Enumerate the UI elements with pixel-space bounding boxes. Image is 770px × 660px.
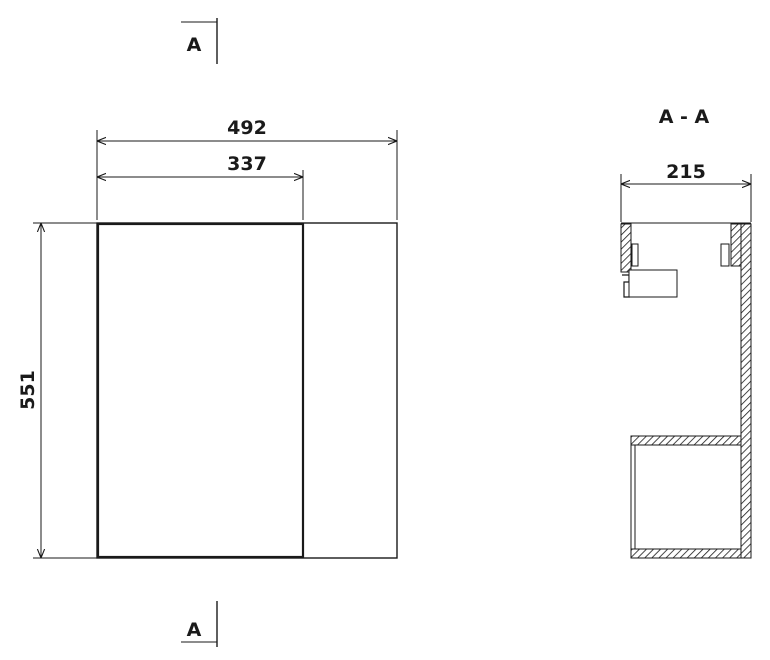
section-view: A - A 215 [620, 106, 752, 559]
depth-dimension-label: 215 [666, 161, 706, 183]
cabinet-body [96, 222, 398, 559]
hinge-plate-right [720, 243, 730, 267]
hinge-bracket [622, 274, 630, 298]
section-bottom-panel [630, 548, 742, 559]
width-dimension-label: 492 [227, 117, 267, 139]
section-marker-bottom: A [181, 601, 218, 647]
section-letter-bottom: A [187, 619, 202, 641]
section-top-rail [730, 223, 742, 267]
section-lower-side [630, 444, 636, 550]
section-back-panel [740, 223, 752, 559]
hinge-cup [628, 269, 678, 298]
door-width-dimension-label: 337 [227, 153, 267, 175]
section-marker-top: A [181, 18, 218, 64]
height-dimension-label: 551 [17, 370, 39, 410]
front-view: 492 337 551 [17, 117, 398, 559]
section-door-panel [620, 223, 632, 273]
section-letter-top: A [187, 34, 202, 56]
section-view-title: A - A [659, 106, 710, 128]
cabinet-door [96, 222, 305, 559]
section-shelf [630, 435, 742, 446]
hinge-plate-left [631, 243, 639, 267]
